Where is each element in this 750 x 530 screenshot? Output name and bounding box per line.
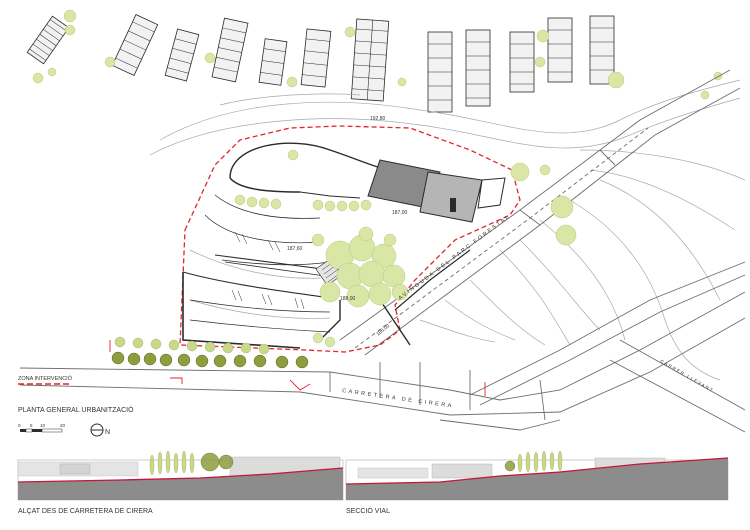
park-trees	[111, 90, 710, 369]
section-vial: SECCIÓ VIAL	[345, 450, 729, 515]
north-label: N	[105, 429, 110, 436]
housing-blocks	[26, 14, 615, 113]
level-188-00: 188,00	[340, 296, 356, 302]
section-markers	[109, 340, 486, 396]
level-187-00: 187,00	[392, 210, 408, 216]
main-building	[367, 159, 506, 223]
contour-lines	[149, 79, 746, 381]
scale-tick-0: 0	[18, 423, 21, 428]
top-trees	[32, 9, 723, 89]
north-arrow-icon: N	[90, 423, 110, 437]
site-ramps	[182, 142, 481, 349]
intervention-zone-boundary	[179, 125, 521, 353]
scale-bar: 0 5 10 20	[18, 423, 66, 433]
level-187-60: 187,60	[287, 246, 303, 252]
legend: ZONA INTERVENCIÓ PLANTA GENERAL URBANITZ…	[18, 375, 134, 437]
scale-tick-5: 5	[30, 423, 33, 428]
right-section-caption: SECCIÓ VIAL	[346, 506, 390, 515]
street-carretera-cirera: CARRETERA DE CIRERA	[342, 388, 454, 410]
scale-tick-20: 20	[60, 423, 66, 428]
roads	[19, 69, 746, 433]
level-185-00: 185,00	[375, 323, 391, 338]
level-192-80: 192,80	[370, 116, 386, 122]
elevation-cirera: ALÇAT DES DE CARRETERA DE CIRERA	[17, 450, 344, 515]
plan-title: PLANTA GENERAL URBANITZACIÓ	[18, 405, 134, 414]
street-carrer-llevant: CARRER LLEVANT	[660, 359, 715, 394]
zone-legend-label: ZONA INTERVENCIÓ	[18, 375, 73, 382]
left-section-caption: ALÇAT DES DE CARRETERA DE CIRERA	[18, 508, 153, 515]
scale-tick-10: 10	[40, 423, 46, 428]
